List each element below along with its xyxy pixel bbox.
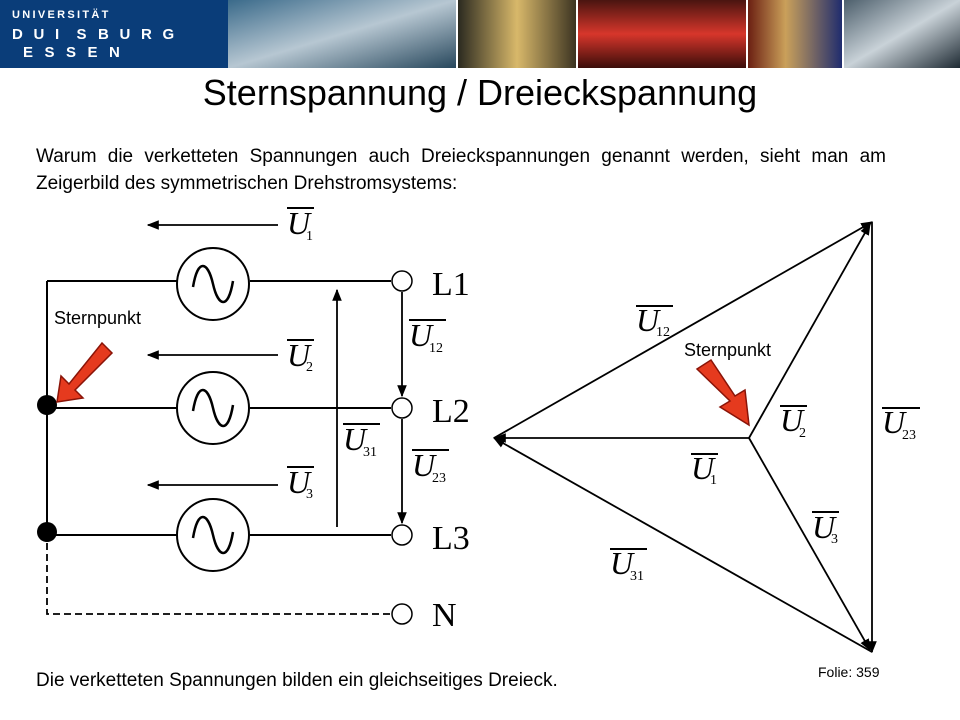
- svg-text:U: U: [343, 421, 368, 457]
- phasor-u12-line: [493, 221, 874, 439]
- svg-text:31: 31: [363, 445, 377, 460]
- terminal-l1: [391, 270, 413, 292]
- svg-text:12: 12: [429, 341, 443, 356]
- slide-title: Sternspannung / Dreieckspannung: [202, 72, 758, 113]
- circuit-diagram: L1 L2 L3 N U 1 U 2 U 3 U 12: [37, 205, 470, 634]
- svg-text:3: 3: [306, 487, 313, 502]
- header-photo-strip: [228, 0, 960, 68]
- slide-number: Folie: 359: [818, 664, 880, 680]
- svg-text:31: 31: [630, 569, 644, 584]
- terminal-l3: [391, 524, 413, 546]
- label-u3: U 3: [287, 464, 314, 502]
- sine-symbol-2: [191, 388, 235, 428]
- phasor-label-u2: U 2: [780, 402, 807, 441]
- phasor-u2-line: [748, 222, 871, 439]
- phase-label-l3: L3: [432, 520, 470, 557]
- star-point-dot-2: [37, 522, 57, 542]
- svg-text:U: U: [287, 205, 312, 241]
- svg-text:U: U: [412, 447, 437, 483]
- star-point-dot-1: [37, 395, 57, 415]
- svg-text:U: U: [287, 337, 312, 373]
- sine-symbol-1: [191, 264, 235, 304]
- star-point-label-phasor: Sternpunkt: [684, 340, 771, 360]
- phase-label-n: N: [432, 597, 457, 634]
- svg-text:U: U: [409, 317, 434, 353]
- bottom-text: Die verketteten Spannungen bilden ein gl…: [36, 670, 558, 691]
- label-u2: U 2: [287, 337, 314, 375]
- red-arrow-phasor-icon: [695, 358, 750, 427]
- terminal-l2: [391, 397, 413, 419]
- svg-text:1: 1: [306, 229, 313, 244]
- svg-text:2: 2: [306, 360, 313, 375]
- svg-text:U: U: [812, 509, 837, 545]
- svg-text:U: U: [780, 402, 805, 438]
- phasor-u3-line: [748, 437, 871, 652]
- phasor-label-u1: U 1: [691, 450, 718, 488]
- svg-text:U: U: [636, 302, 661, 338]
- svg-text:23: 23: [902, 428, 916, 443]
- sine-symbol-3: [191, 515, 235, 555]
- logo-university-text: UNIVERSITÄT: [12, 9, 111, 21]
- svg-text:U: U: [882, 404, 907, 440]
- phasor-label-u23: U 23: [882, 404, 920, 443]
- svg-text:2: 2: [799, 426, 806, 441]
- intro-text: Warum die verketteten Spannungen auch Dr…: [36, 146, 886, 194]
- svg-text:1: 1: [710, 473, 717, 488]
- phase-label-l1: L1: [432, 266, 470, 303]
- phasor-diagram: U 12 U 23 U 31 U 1 U 2 U 3: [492, 221, 920, 654]
- svg-text:3: 3: [831, 532, 838, 547]
- phasor-label-u3: U 3: [812, 509, 839, 547]
- label-u31-circuit: U 31: [343, 421, 380, 460]
- svg-text:23: 23: [432, 471, 446, 486]
- star-point-label-circuit: Sternpunkt: [54, 308, 141, 328]
- phasor-label-u31: U 31: [610, 545, 647, 584]
- svg-text:U: U: [691, 450, 716, 486]
- neutral-dashed-line: [46, 532, 391, 615]
- svg-text:12: 12: [656, 325, 670, 340]
- label-u1: U 1: [287, 205, 314, 244]
- label-u12-circuit: U 12: [409, 317, 446, 356]
- red-arrow-circuit-icon: [56, 341, 114, 403]
- terminal-n: [391, 603, 413, 625]
- svg-text:U: U: [610, 545, 635, 581]
- phasor-label-u12: U 12: [636, 302, 673, 340]
- label-u23-circuit: U 23: [412, 447, 449, 486]
- phase-label-l2: L2: [432, 393, 470, 430]
- svg-text:U: U: [287, 464, 312, 500]
- phasor-u31-line: [492, 437, 873, 653]
